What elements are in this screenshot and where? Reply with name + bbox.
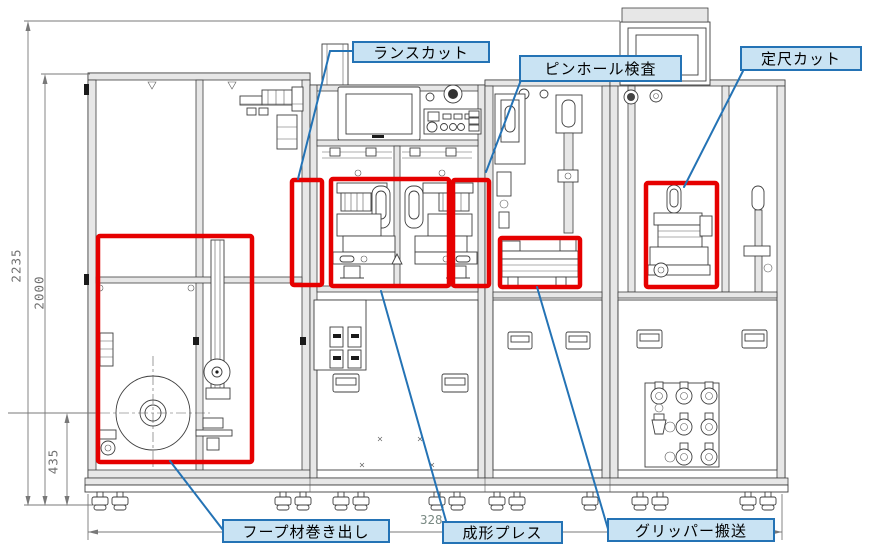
- gripper-conveyor: [501, 236, 579, 287]
- leader-forming-press: [380, 290, 447, 522]
- door-handle: [441, 373, 469, 393]
- highlight-pinhole-inspection: [450, 177, 492, 289]
- dim-reel-center-height: 435: [45, 448, 61, 475]
- selector-knob: [443, 84, 463, 104]
- callout-forming-press: 成形プレス: [442, 521, 563, 544]
- leader-hoop-unwind: [169, 460, 224, 531]
- callout-pinhole-inspection: ピンホール検査: [519, 55, 682, 82]
- door-handle: [507, 331, 533, 350]
- highlight-fixed-length-cut: [643, 180, 720, 290]
- pneumatic-panel: [644, 381, 720, 468]
- callout-gripper-transfer: グリッパー搬送: [607, 518, 775, 542]
- leader-pinhole-inspection: [485, 79, 522, 173]
- dimension-lines: [8, 20, 783, 540]
- press-unit-left: [332, 182, 396, 279]
- leader-fixed-length-cut: [683, 70, 744, 188]
- door-handle: [565, 331, 591, 350]
- highlight-gripper-transfer: [497, 235, 583, 290]
- switch-boxes: [329, 326, 362, 369]
- inspection-transfer-section: [484, 79, 611, 479]
- highlight-hoop-unwind: [95, 233, 255, 465]
- hmi-panel: [337, 86, 421, 141]
- dim-enclosure-height: 2000: [31, 275, 47, 310]
- operator-buttons: [423, 108, 482, 135]
- highlight-forming-press: [328, 176, 452, 289]
- callout-hoop-unwind: フープ材巻き出し: [222, 519, 390, 543]
- callout-lance-cut: ランスカット: [352, 41, 490, 63]
- dim-overall-height: 2235: [8, 248, 24, 283]
- hoop-reel: [100, 356, 210, 470]
- dim-overall-width: 328: [420, 512, 443, 527]
- casters: [91, 491, 777, 511]
- cut-mechanism: [647, 184, 713, 278]
- callout-fixed-length-cut: 定尺カット: [740, 46, 862, 71]
- leader-lines: [169, 50, 744, 531]
- leader-gripper-transfer: [536, 286, 609, 530]
- highlight-boxes: [95, 176, 720, 465]
- base-frame: [84, 477, 789, 511]
- door-handle: [741, 329, 768, 349]
- leader-lance-cut: [297, 50, 354, 180]
- door-handle: [332, 373, 360, 393]
- door-handle: [636, 329, 663, 349]
- press-section: [309, 84, 486, 479]
- highlight-lance-cut: [289, 177, 325, 288]
- unwind-section: [84, 72, 311, 479]
